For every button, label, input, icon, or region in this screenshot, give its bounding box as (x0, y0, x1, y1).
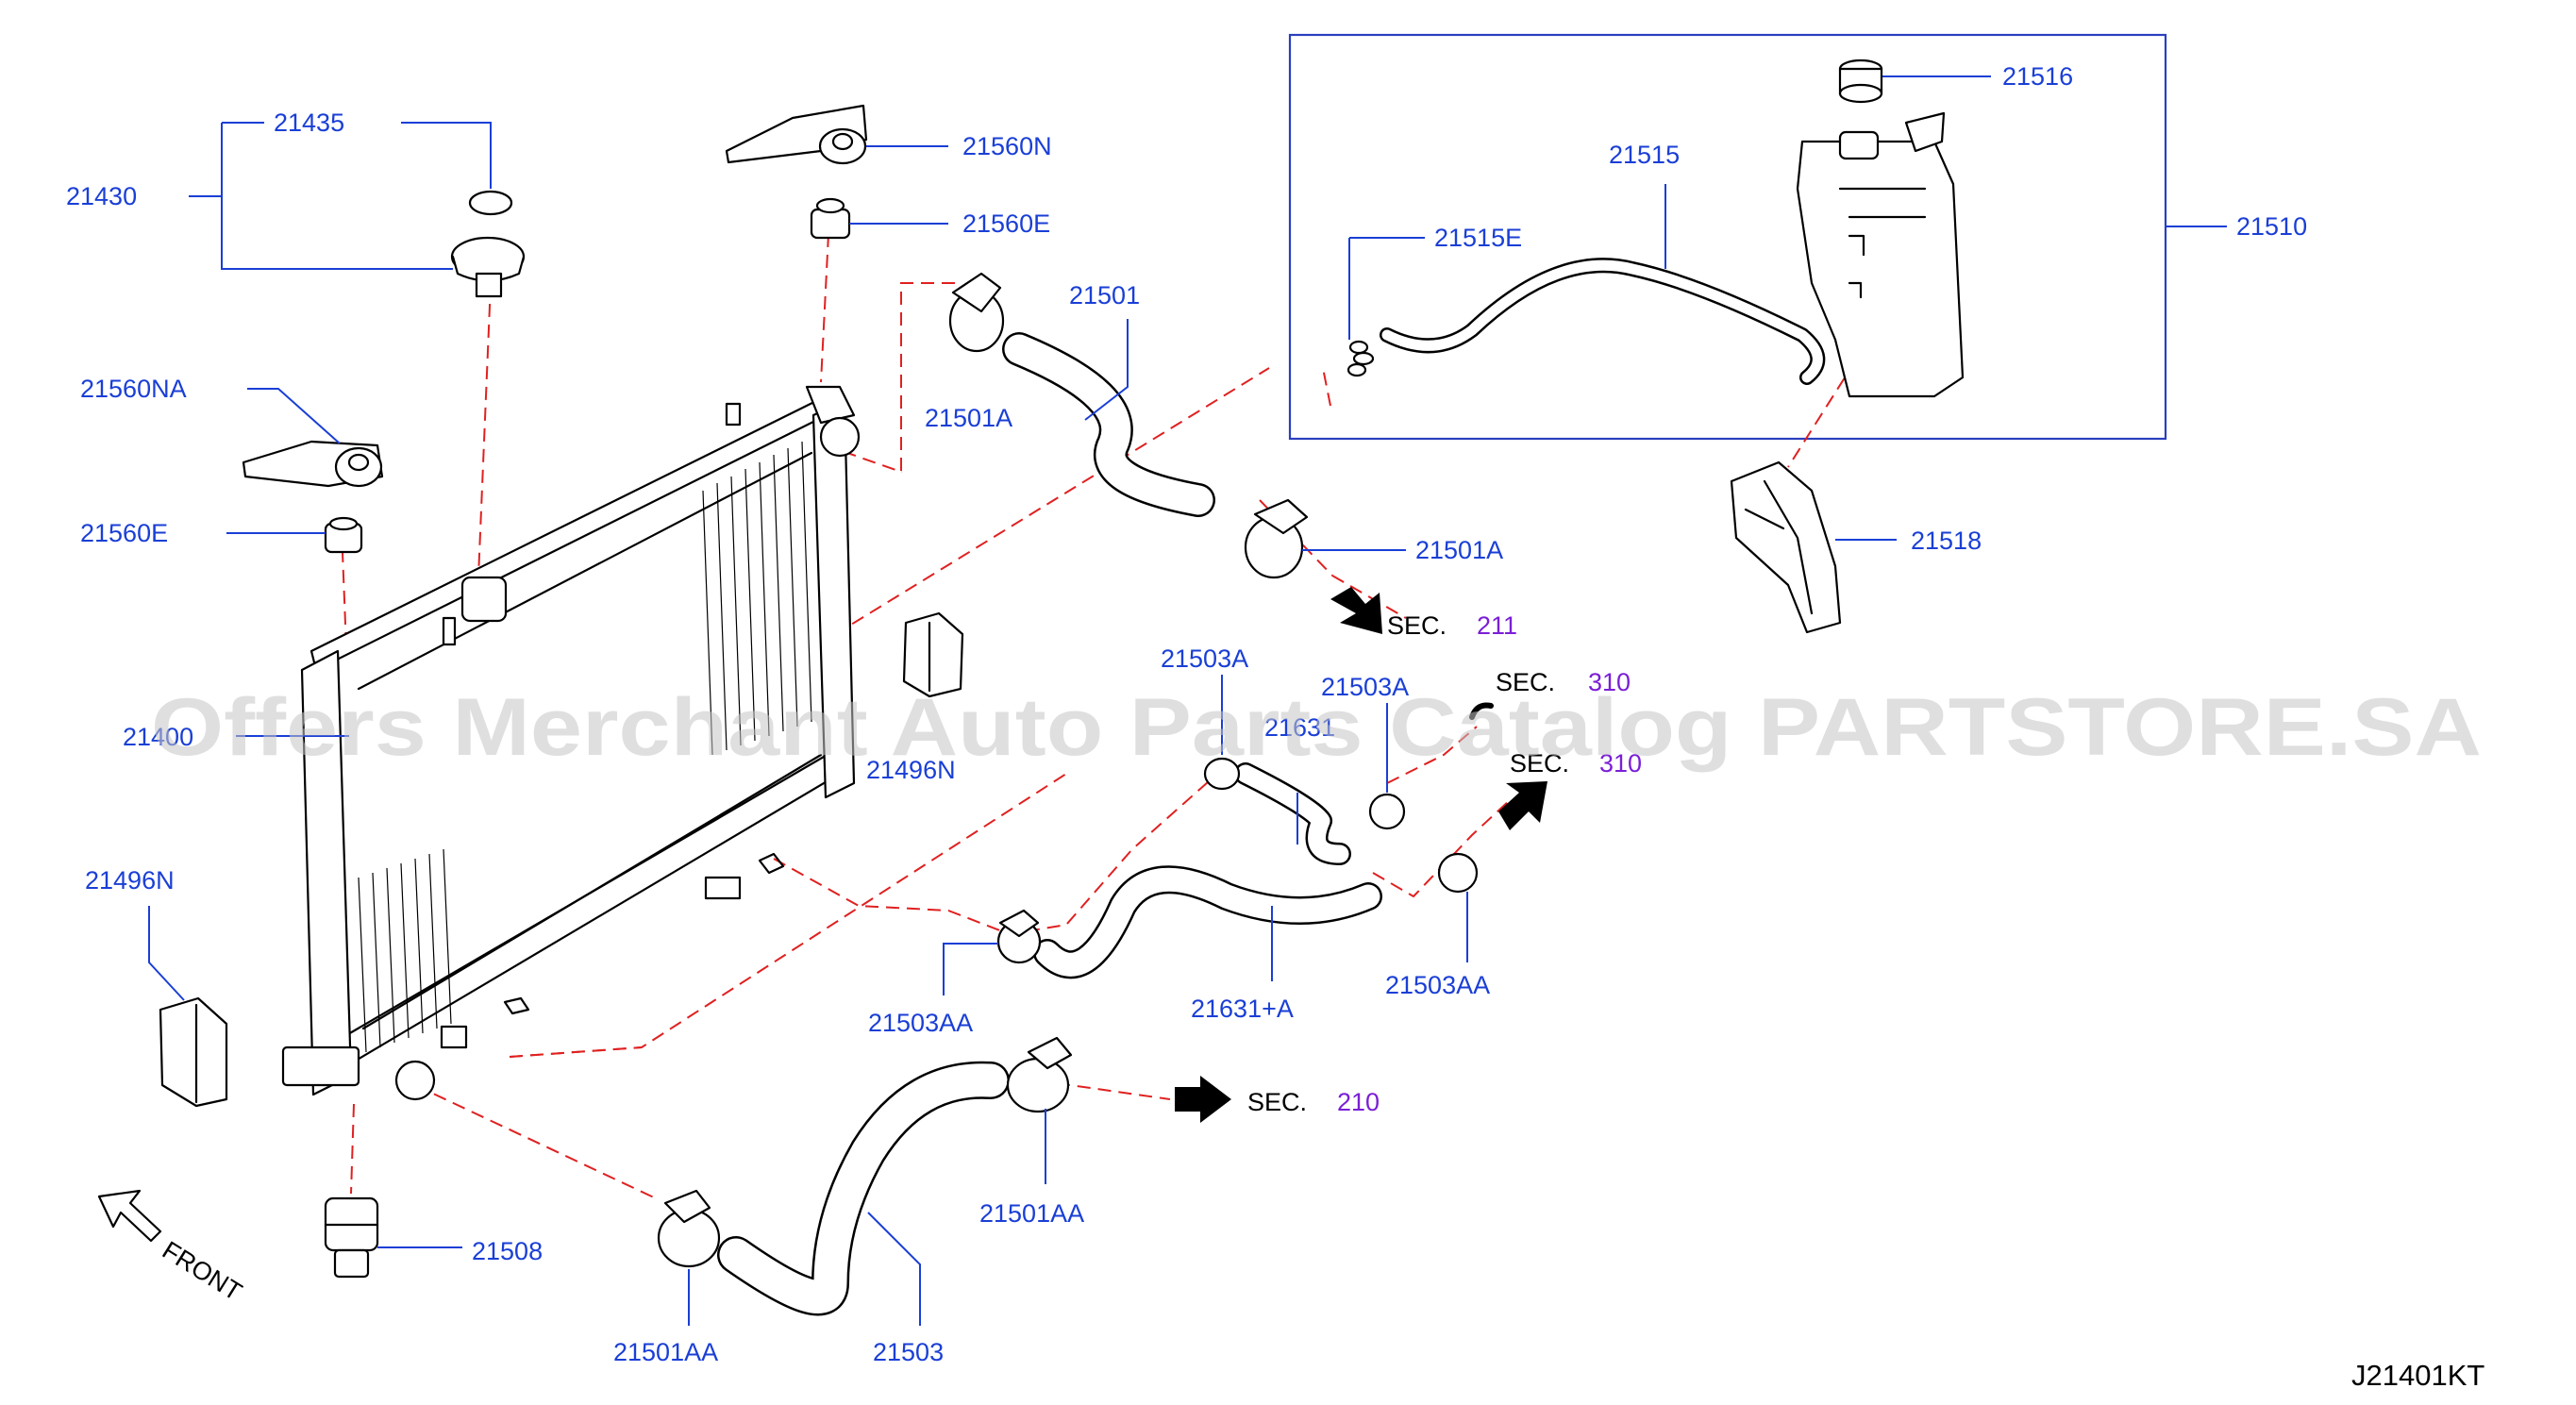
label-21560N[interactable]: 21560N (962, 132, 1052, 160)
sec-prefix-211: SEC. (1387, 611, 1447, 640)
arrow-sec-310-lower (1498, 781, 1547, 830)
sec-prefix-310-upper: SEC. (1496, 668, 1555, 696)
sec-number-211[interactable]: 211 (1477, 611, 1517, 640)
front-label: FRONT (158, 1236, 247, 1307)
arrow-sec-211 (1330, 587, 1382, 634)
part-labels: 21435 21430 21560N 21560E 21560NA 21560E… (66, 62, 2307, 1366)
label-21501AA-left[interactable]: 21501AA (613, 1338, 718, 1366)
leader-lines (148, 75, 2227, 1326)
label-21501[interactable]: 21501 (1069, 281, 1140, 309)
sec-arrows (1175, 587, 1547, 1123)
clamp-21503AA-right[interactable] (1437, 852, 1479, 894)
air-guide-21496N-left[interactable] (159, 996, 228, 1108)
hose-clip-21515E[interactable] (1347, 340, 1375, 377)
radiator-cap-21430[interactable] (450, 190, 526, 298)
label-21501A-top[interactable]: 21501A (925, 404, 1012, 432)
label-21430[interactable]: 21430 (66, 182, 137, 210)
reservoir-bracket-21518[interactable] (1730, 460, 1842, 634)
label-21503[interactable]: 21503 (873, 1338, 944, 1366)
label-21560E-left[interactable]: 21560E (80, 519, 168, 547)
label-21496N-left[interactable]: 21496N (85, 866, 175, 895)
arrow-sec-210 (1175, 1076, 1231, 1123)
label-21503AA-right[interactable]: 21503AA (1385, 971, 1490, 999)
upper-bracket-21560N[interactable] (725, 104, 868, 165)
label-21503AA-left[interactable]: 21503AA (868, 1009, 973, 1037)
sec-references: SEC. 211 SEC. 310 SEC. 310 SEC. 210 (1247, 611, 1642, 1116)
sec-number-310-upper[interactable]: 310 (1588, 668, 1631, 696)
reservoir-group-box (1288, 33, 2167, 441)
label-21515[interactable]: 21515 (1609, 141, 1680, 169)
radiator-core-21400[interactable] (281, 385, 861, 1101)
clamp-21501AA-right[interactable] (1006, 1036, 1073, 1113)
clamp-21501A-top[interactable] (948, 272, 1005, 353)
reservoir-cap-21516[interactable] (1838, 59, 1883, 104)
mount-bushing-21560E-top[interactable] (810, 197, 851, 240)
label-21501AA-right[interactable]: 21501AA (979, 1199, 1084, 1228)
front-direction-indicator: FRONT (97, 1189, 247, 1307)
clamp-21503A-left[interactable] (1203, 757, 1241, 791)
reservoir-tank-21510[interactable] (1796, 111, 1965, 398)
label-21515E[interactable]: 21515E (1434, 224, 1522, 252)
sec-prefix-310-lower: SEC. (1510, 749, 1569, 778)
hose-21631A[interactable] (1033, 865, 1382, 979)
label-21516[interactable]: 21516 (2002, 62, 2073, 91)
label-21501A-bottom[interactable]: 21501A (1415, 536, 1503, 564)
mount-bushing-21560E-left[interactable] (324, 516, 363, 554)
label-21560NA[interactable]: 21560NA (80, 375, 187, 403)
upper-bracket-21560NA[interactable] (242, 440, 384, 488)
label-21560E-top[interactable]: 21560E (962, 209, 1050, 238)
diagram-code: J21401KT (2351, 1359, 2484, 1392)
upper-hose-21501[interactable] (1002, 332, 1215, 517)
sec-number-210[interactable]: 210 (1337, 1088, 1380, 1116)
label-21400[interactable]: 21400 (123, 723, 193, 751)
label-21508[interactable]: 21508 (472, 1237, 543, 1265)
clamp-21501A-bottom[interactable] (1244, 498, 1309, 579)
sec-prefix-210: SEC. (1247, 1088, 1307, 1116)
hose-end-310 (1469, 702, 1494, 720)
air-guide-21496N-mid[interactable] (902, 611, 964, 698)
label-21435[interactable]: 21435 (274, 109, 344, 137)
lower-hose-21503[interactable] (717, 1061, 1010, 1316)
label-21503A-left[interactable]: 21503A (1161, 644, 1248, 673)
clamp-21503AA-left[interactable] (996, 909, 1042, 964)
label-21631A[interactable]: 21631+A (1191, 995, 1294, 1023)
clamp-21503A-right[interactable] (1368, 793, 1406, 830)
label-21503A-right[interactable]: 21503A (1321, 673, 1409, 701)
label-21518[interactable]: 21518 (1911, 527, 1982, 555)
label-21496N-mid[interactable]: 21496N (866, 756, 956, 784)
label-21631[interactable]: 21631 (1264, 713, 1335, 742)
label-21510[interactable]: 21510 (2236, 212, 2307, 241)
drain-cock-21508[interactable] (324, 1196, 379, 1279)
watermark: Offers Merchant Auto Parts Catalog PARTS… (151, 682, 2482, 773)
clamp-21501AA-left[interactable] (657, 1189, 721, 1268)
reservoir-hose-21515[interactable] (1380, 258, 1826, 385)
sec-number-310-lower[interactable]: 310 (1599, 749, 1642, 778)
small-hose-21631[interactable] (1234, 762, 1351, 865)
